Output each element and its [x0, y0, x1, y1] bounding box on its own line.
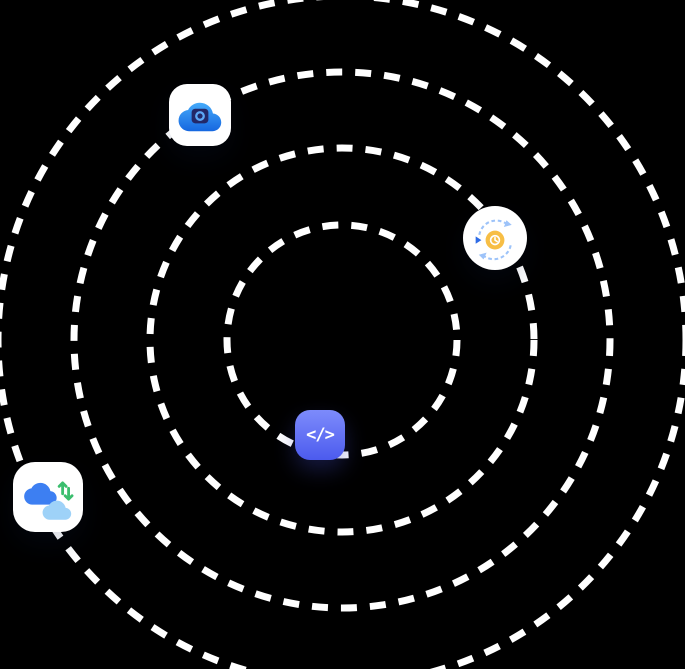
- sync-clock-icon: [475, 219, 512, 261]
- orbit-ring-inner: [223, 221, 461, 459]
- primary-cloud-shape: [24, 482, 57, 505]
- transfer-arrows: [57, 481, 74, 501]
- clock-face: [489, 234, 501, 246]
- down-arrow: [63, 486, 74, 501]
- clock-hands: [494, 236, 498, 243]
- orbit-ring-second: [146, 144, 538, 536]
- sync-badge: [463, 206, 527, 270]
- cloud-transfer-icon: [24, 481, 74, 520]
- secondary-cloud-shape: [42, 500, 72, 520]
- code-badge: </>: [295, 410, 345, 460]
- cloud-chip-icon: [178, 102, 222, 132]
- sync-accent-arrow: [475, 236, 482, 244]
- orbit-ring-third: [70, 68, 614, 612]
- sync-arrowhead-top: [503, 220, 512, 228]
- sync-arrowhead-bottom: [478, 252, 487, 260]
- cloud-transfer-badge: [13, 462, 83, 532]
- up-arrow: [57, 481, 68, 496]
- chip-shape: [191, 108, 209, 124]
- code-brackets-icon: </>: [306, 425, 335, 445]
- chip-lens: [195, 111, 205, 121]
- cloud-chip-badge: [169, 84, 231, 146]
